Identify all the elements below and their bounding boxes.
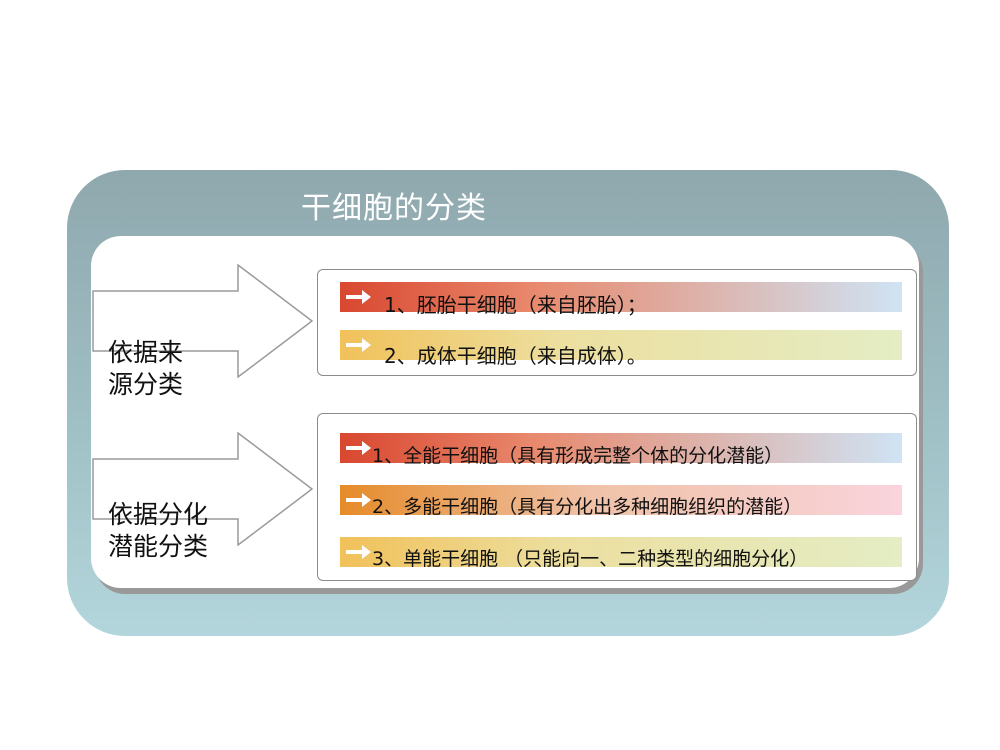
small-arrow-icon: [346, 493, 371, 507]
potency-item-1: 1、全能干细胞（具有形成完整个体的分化潜能）: [372, 445, 784, 467]
small-arrow-icon: [346, 441, 371, 455]
source-item-2: 2、成体干细胞（来自成体）。: [384, 344, 647, 368]
item-bar: [340, 485, 902, 515]
small-arrow-icon: [346, 545, 371, 559]
slide-title: 干细胞的分类: [301, 191, 487, 226]
item-bar: [340, 537, 902, 567]
block-arrow-icon: [92, 264, 314, 378]
item-bar: [340, 282, 902, 312]
category-potency-label: 依据分化 潜能分类: [108, 467, 208, 563]
potency-item-3: 3、单能干细胞 （只能向一、二种类型的细胞分化）: [372, 548, 809, 570]
small-arrow-icon: [346, 338, 371, 352]
potency-item-2: 2、多能干细胞（具有分化出多种细胞组织的潜能）: [372, 496, 803, 518]
category-source-text: 依据来 源分类: [108, 338, 184, 399]
source-item-1: 1、胚胎干细胞（来自胚胎）；: [384, 293, 647, 317]
item-bar: [340, 330, 902, 360]
category-potency-text: 依据分化 潜能分类: [108, 500, 209, 561]
category-source-label: 依据来 源分类: [108, 305, 183, 401]
block-arrow-icon: [92, 432, 314, 546]
small-arrow-icon: [346, 290, 371, 304]
item-bar: [340, 433, 902, 463]
